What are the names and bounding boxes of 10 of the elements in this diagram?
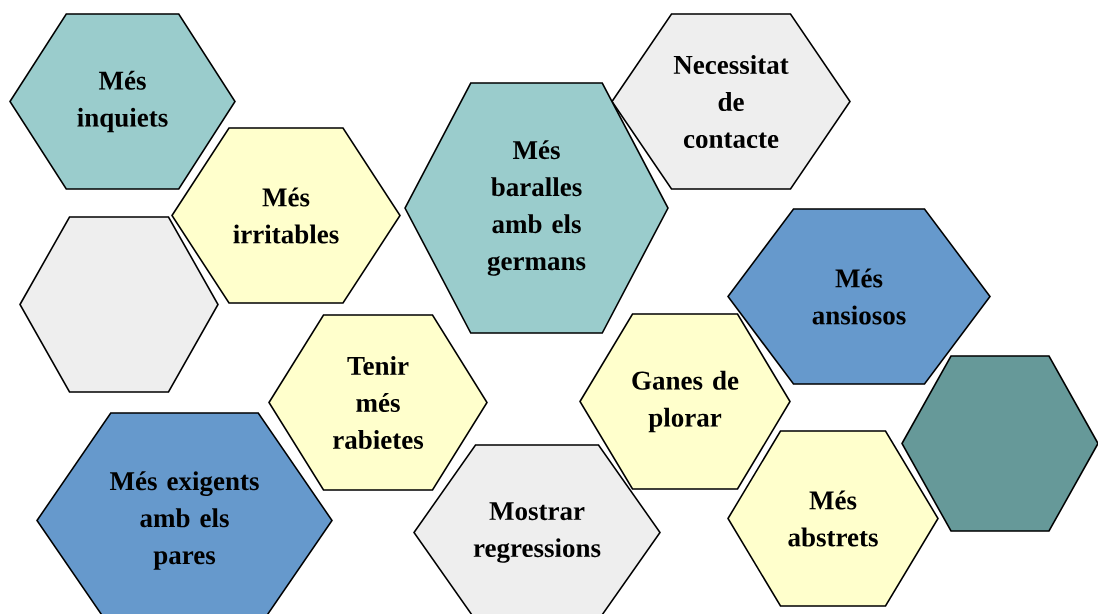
hexagon — [901, 355, 1098, 532]
hexagon: Més inquiets — [9, 13, 236, 190]
hexagon: Necessitat de contacte — [611, 13, 851, 190]
hexagon: Més abstrets — [727, 430, 939, 607]
hexagon — [19, 216, 219, 393]
hexagon: Més exigents amb els pares — [36, 412, 333, 614]
hexagon: Tenir més rabietes — [268, 314, 488, 491]
hexagon: Ganes de plorar — [579, 313, 791, 490]
hexagon: Més baralles amb els germans — [404, 82, 669, 334]
hexagon: Més irritables — [171, 127, 401, 304]
